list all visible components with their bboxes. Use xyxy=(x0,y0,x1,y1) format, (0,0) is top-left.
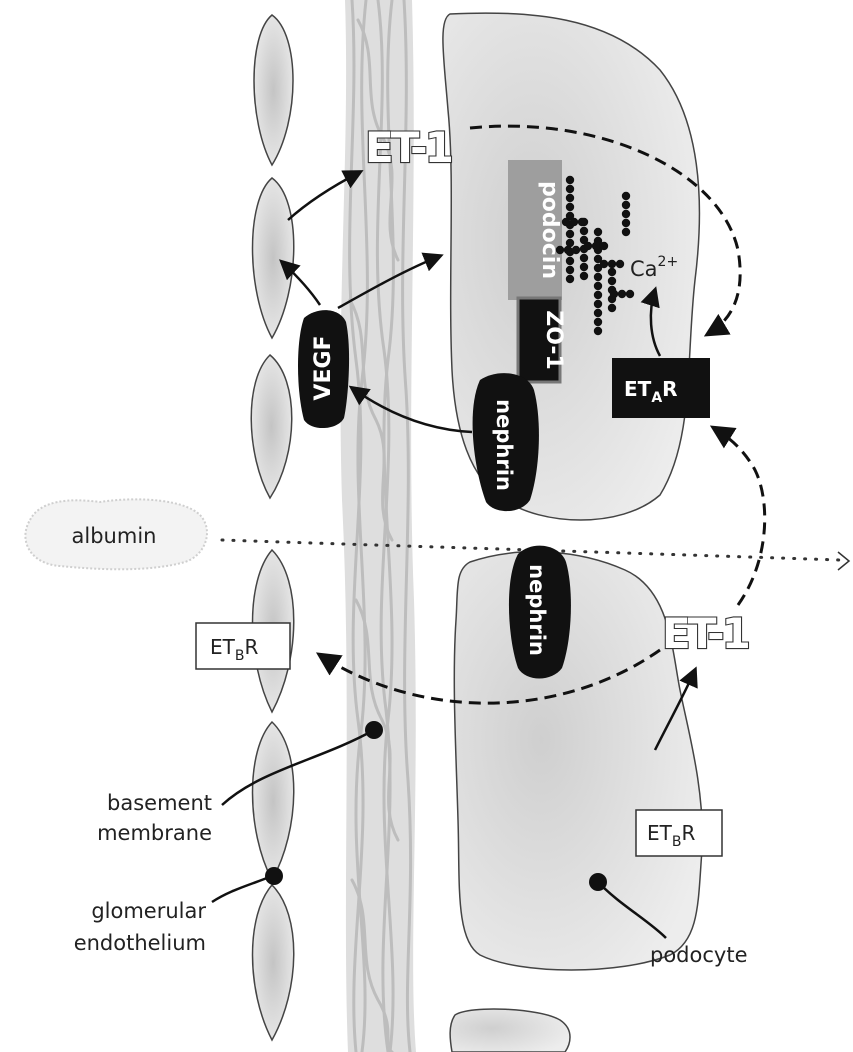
etbr-box-right: ETBR xyxy=(636,810,722,856)
endothelial-cell xyxy=(253,178,294,338)
actin-dot xyxy=(616,260,624,268)
actin-dot xyxy=(566,176,574,184)
et1-bottom-label: ET-1 xyxy=(662,609,749,658)
actin-dot xyxy=(580,254,588,262)
etbr-right-sub: B xyxy=(672,834,682,850)
actin-dot xyxy=(608,268,616,276)
endothelial-cell xyxy=(253,722,294,880)
endothelial-cell xyxy=(251,355,292,498)
actin-dot xyxy=(580,272,588,280)
endothelial-cell xyxy=(253,885,294,1040)
actin-dot xyxy=(566,230,574,238)
zo1-box: ZO-1 xyxy=(518,298,566,382)
vegf-label: VEGF xyxy=(311,335,336,400)
nephrin-bottom-label: nephrin xyxy=(525,564,549,656)
actin-dot xyxy=(584,242,592,250)
podocyte-label: podocyte xyxy=(650,943,747,967)
actin-dot xyxy=(566,185,574,193)
actin-dot xyxy=(570,218,578,226)
actin-dot xyxy=(622,192,630,200)
arrow-et1-bottom-to-etar xyxy=(714,428,765,605)
actin-dot xyxy=(566,275,574,283)
nephrin-top-label: nephrin xyxy=(492,399,516,491)
actin-dot xyxy=(556,246,564,254)
etbr-left-suffix: R xyxy=(244,635,258,659)
podocyte-dot xyxy=(589,873,607,891)
actin-dot xyxy=(626,290,634,298)
etbr-left-sub: B xyxy=(235,648,245,664)
actin-dot xyxy=(608,277,616,285)
basement-label-2: membrane xyxy=(97,821,212,845)
etbr-right-suffix: R xyxy=(681,821,695,845)
actin-dot xyxy=(594,282,602,290)
actin-dot xyxy=(622,210,630,218)
actin-dot xyxy=(566,194,574,202)
actin-dot xyxy=(594,291,602,299)
podocin-box: podocin xyxy=(508,160,562,300)
et1-top-label: ET-1 xyxy=(365,123,452,172)
endothelial-cell xyxy=(254,15,293,165)
glomerular-label-1: glomerular xyxy=(91,899,206,923)
actin-dot xyxy=(564,246,572,254)
actin-dot xyxy=(592,242,600,250)
actin-dot xyxy=(594,318,602,326)
etbr-right-prefix: ET xyxy=(647,821,673,845)
actin-dot xyxy=(608,260,616,268)
etbr-left-prefix: ET xyxy=(210,635,236,659)
actin-dot xyxy=(594,300,602,308)
zo1-label: ZO-1 xyxy=(541,310,566,370)
actin-dot xyxy=(580,227,588,235)
nephrin-bottom-blob: nephrin xyxy=(509,546,571,679)
actin-dot xyxy=(600,242,608,250)
nephrin-top-blob: nephrin xyxy=(473,373,539,511)
etar-sub: A xyxy=(651,390,662,406)
basement-label-1: basement xyxy=(107,791,212,815)
actin-dot xyxy=(594,228,602,236)
vegf-blob: VEGF xyxy=(298,310,349,428)
glomerular-label-2: endothelium xyxy=(74,931,206,955)
actin-dot xyxy=(578,218,586,226)
actin-dot xyxy=(594,309,602,317)
actin-dot xyxy=(610,290,618,298)
actin-dot xyxy=(622,201,630,209)
actin-dot xyxy=(618,290,626,298)
actin-dot xyxy=(594,273,602,281)
basement-membrane-dot xyxy=(365,721,383,739)
actin-dot xyxy=(622,228,630,236)
actin-dot xyxy=(572,246,580,254)
endothelial-cells xyxy=(251,15,294,1040)
actin-dot xyxy=(566,203,574,211)
podocyte-partial xyxy=(450,1009,570,1052)
actin-dot xyxy=(594,327,602,335)
actin-dot xyxy=(566,266,574,274)
actin-dot xyxy=(600,260,608,268)
actin-dot xyxy=(562,218,570,226)
albumin-blob: albumin xyxy=(25,499,207,569)
actin-dot xyxy=(580,263,588,271)
actin-dot xyxy=(566,257,574,265)
etar-prefix: ET xyxy=(624,377,652,401)
glomerular-endothelium-dot xyxy=(265,867,283,885)
etbr-box-left: ETBR xyxy=(196,623,290,669)
actin-dot xyxy=(622,219,630,227)
podocin-label: podocin xyxy=(537,181,562,279)
actin-dot xyxy=(608,304,616,312)
albumin-label: albumin xyxy=(72,524,157,548)
etar-box: ETAR xyxy=(612,358,710,418)
etar-suffix: R xyxy=(662,377,677,401)
